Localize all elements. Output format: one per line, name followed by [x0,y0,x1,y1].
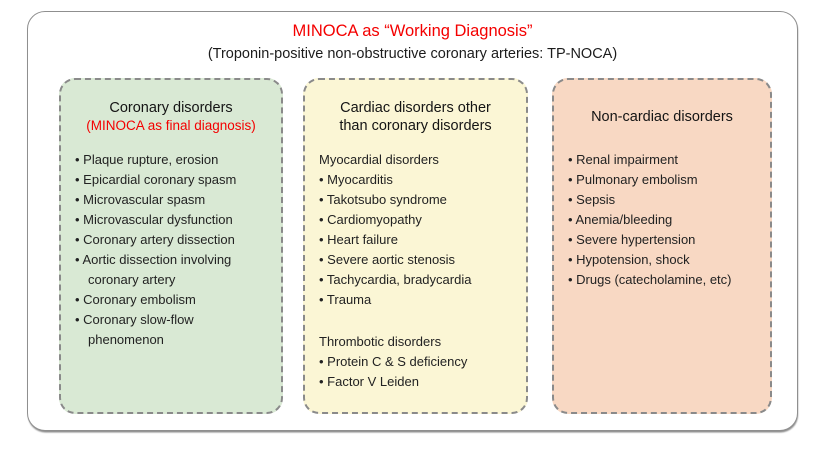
disorder-list-item: • Coronary slow-flow phenomenon [75,312,194,347]
disorder-list-item: • Hypotension, shock [568,252,690,267]
disorder-list-item: • Coronary artery dissection [75,232,235,247]
disorder-list-item: • Epicardial coronary spasm [75,172,237,187]
box-heading-area: Non-cardiac disorders [568,98,756,136]
disorder-list-item: • Pulmonary embolism [568,172,698,187]
disorder-list-item: • Trauma [319,292,372,307]
disorder-list-item: • Drugs (catecholamine, etc) [568,272,732,287]
page-title: MINOCA as “Working Diagnosis” [292,22,533,40]
disorder-list-item: • Severe hypertension [568,232,696,247]
box-heading-area: Coronary disorders (MINOCA as final diag… [75,98,267,136]
noncardiac-disorders-box: Non-cardiac disorders • Renal impairment… [552,78,772,414]
disorder-list: • Renal impairment • Pulmonary embolism • … [568,150,756,290]
section-subheading: Thrombotic disorders [319,334,442,349]
box-heading: Non-cardiac disorders [591,109,733,125]
page-subtitle: (Troponin-positive non-obstructive coron… [207,46,618,62]
box-heading: Coronary disorders [109,100,233,116]
box-content: • Plaque rupture, erosion • Epicardial co… [75,150,267,350]
disorder-list-item: • Microvascular spasm [75,192,206,207]
disorder-list-item: • Severe aortic stenosis [319,252,456,267]
disorder-list-item: • Cardiomyopathy [319,212,422,227]
coronary-disorders-box: Coronary disorders (MINOCA as final diag… [59,78,283,414]
disorder-list-item: • Takotsubo syndrome [319,192,447,207]
disorder-list-item: • Factor V Leiden [319,374,419,389]
cardiac-disorders-box: Cardiac disorders other than coronary di… [303,78,528,414]
disorder-list-item: • Anemia/bleeding [568,212,673,227]
disorder-list-item: • Aortic dissection involving coronary a… [75,252,232,287]
disorder-list-item: • Myocarditis [319,172,393,187]
outer-panel: MINOCA as “Working Diagnosis” (Troponin-… [27,11,798,431]
disorder-list: • Plaque rupture, erosion • Epicardial co… [75,150,267,350]
disorder-list-item: • Protein C & S deficiency [319,354,468,369]
box-content: Myocardial disorders • Myocarditis • Takot… [319,150,512,392]
disorder-list-item: • Tachycardia, bradycardia [319,272,472,287]
disorder-list: • Protein C & S deficiency • Factor V Lei… [319,352,512,392]
box-heading-area: Cardiac disorders other than coronary di… [319,98,512,136]
disorder-list-item: • Sepsis [568,192,616,207]
box-heading: Cardiac disorders other than coronary di… [339,100,492,134]
section-subheading: Myocardial disorders [319,152,439,167]
disorder-list: • Myocarditis • Takotsubo syndrome • Cardi… [319,170,512,310]
disorder-list-item: • Renal impairment [568,152,679,167]
disorder-list-item: • Coronary embolism [75,292,196,307]
disorder-list-item: • Plaque rupture, erosion [75,152,219,167]
disorder-list-item: • Heart failure [319,232,398,247]
box-heading-note: (MINOCA as final diagnosis) [86,118,256,133]
box-content: • Renal impairment • Pulmonary embolism • … [568,150,756,290]
disorder-list-item: • Microvascular dysfunction [75,212,233,227]
